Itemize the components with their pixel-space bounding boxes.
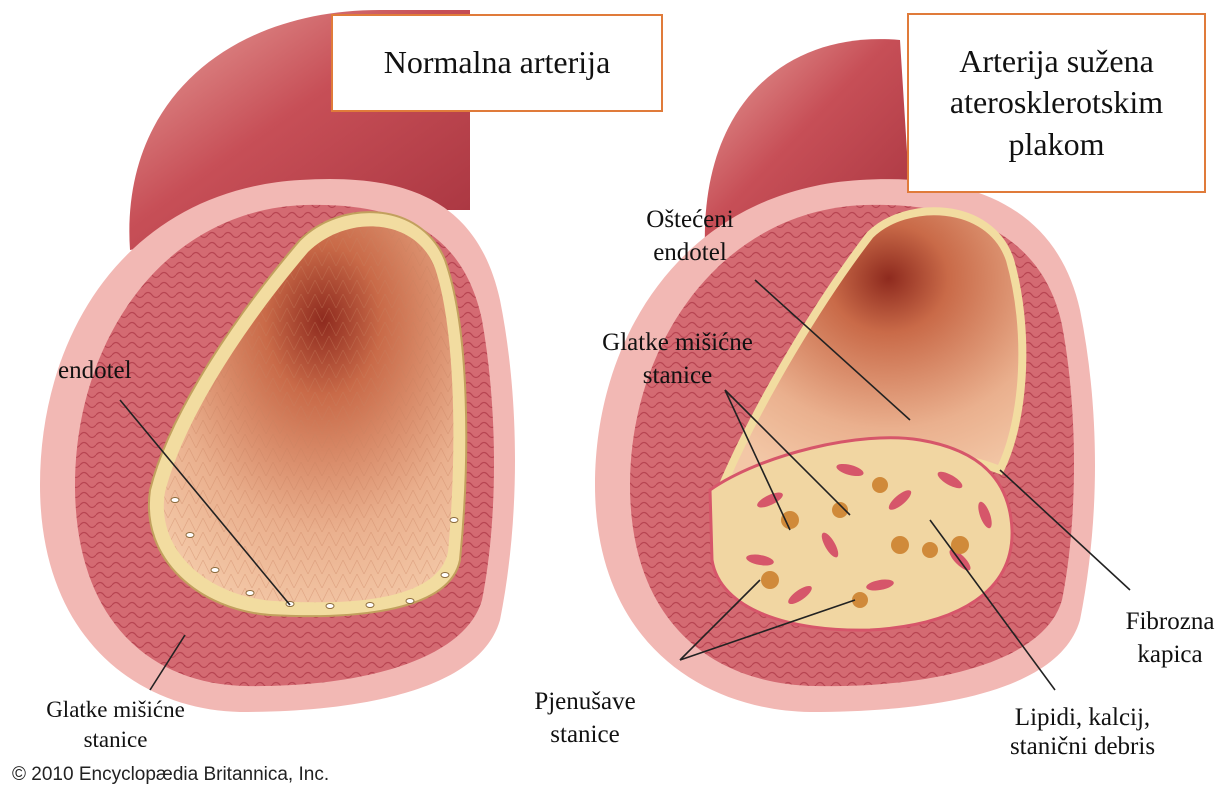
copyright-text: © 2010 Encyclopædia Britannica, Inc. <box>12 764 329 786</box>
label-pjenusave-stanice: Pjenušave stanice <box>520 685 650 751</box>
label-endotel: endotel <box>58 354 178 387</box>
label-glatke-right: Glatke mišićne stanice <box>590 326 765 392</box>
title-narrowed-text: Arterija sužena aterosklerotskim plakom <box>919 41 1194 166</box>
label-lipidi: Lipidi, kalcij, stanični debris <box>990 703 1175 761</box>
title-normal-text: Normalna arterija <box>384 42 611 84</box>
label-osteceni-endotel: Oštećeni endotel <box>615 203 765 269</box>
title-narrowed-artery: Arterija sužena aterosklerotskim plakom <box>907 13 1206 193</box>
label-fibrozna-kapica: Fibrozna kapica <box>1115 605 1225 671</box>
label-glatke-left: Glatke mišićne stanice <box>28 695 203 756</box>
title-normal-artery: Normalna arterija <box>331 14 663 112</box>
